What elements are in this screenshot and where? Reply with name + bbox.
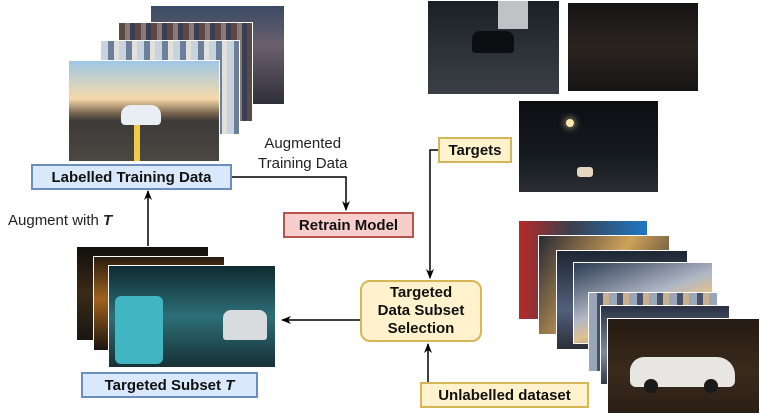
labelled-training-data-label: Labelled Training Data bbox=[51, 168, 212, 186]
augment-with-edge-label: Augment with T bbox=[8, 212, 113, 229]
targeted-selection-line: Data Subset bbox=[377, 302, 465, 319]
teal-car-street-photo bbox=[108, 265, 276, 368]
arrow-targets-to-selection bbox=[426, 149, 438, 279]
targets-node: Targets bbox=[438, 137, 512, 163]
unlabelled-dataset-label: Unlabelled dataset bbox=[438, 386, 571, 404]
targeted-subset-node: Targeted Subset T bbox=[81, 372, 258, 398]
augment-variable: T bbox=[103, 212, 113, 229]
retrain-model-node: Retrain Model bbox=[283, 212, 414, 238]
augmented-edge-line: Augmented bbox=[264, 135, 342, 152]
night-road-photo bbox=[567, 2, 699, 92]
targeted-subset-variable: T bbox=[225, 376, 235, 394]
arrow-labelled-to-retrain bbox=[232, 176, 350, 211]
targeted-selection-line: Selection bbox=[387, 320, 455, 337]
augmented-edge-label: Augmented Training Data bbox=[258, 134, 348, 174]
retrain-model-label: Retrain Model bbox=[298, 216, 399, 234]
night-road-photo bbox=[427, 0, 560, 95]
vintage-car-photo bbox=[607, 318, 760, 414]
targeted-subset-label: Targeted Subset T bbox=[104, 376, 235, 394]
augmented-edge-line: Training Data bbox=[258, 155, 348, 172]
unlabelled-dataset-node: Unlabelled dataset bbox=[420, 382, 589, 408]
targeted-selection-node: Targeted Data Subset Selection bbox=[360, 280, 482, 342]
night-street-photo bbox=[518, 100, 659, 193]
targeted-selection-line: Targeted bbox=[389, 284, 453, 301]
targets-label: Targets bbox=[448, 141, 502, 159]
desert-road-photo bbox=[68, 60, 220, 162]
labelled-training-data-node: Labelled Training Data bbox=[31, 164, 232, 190]
